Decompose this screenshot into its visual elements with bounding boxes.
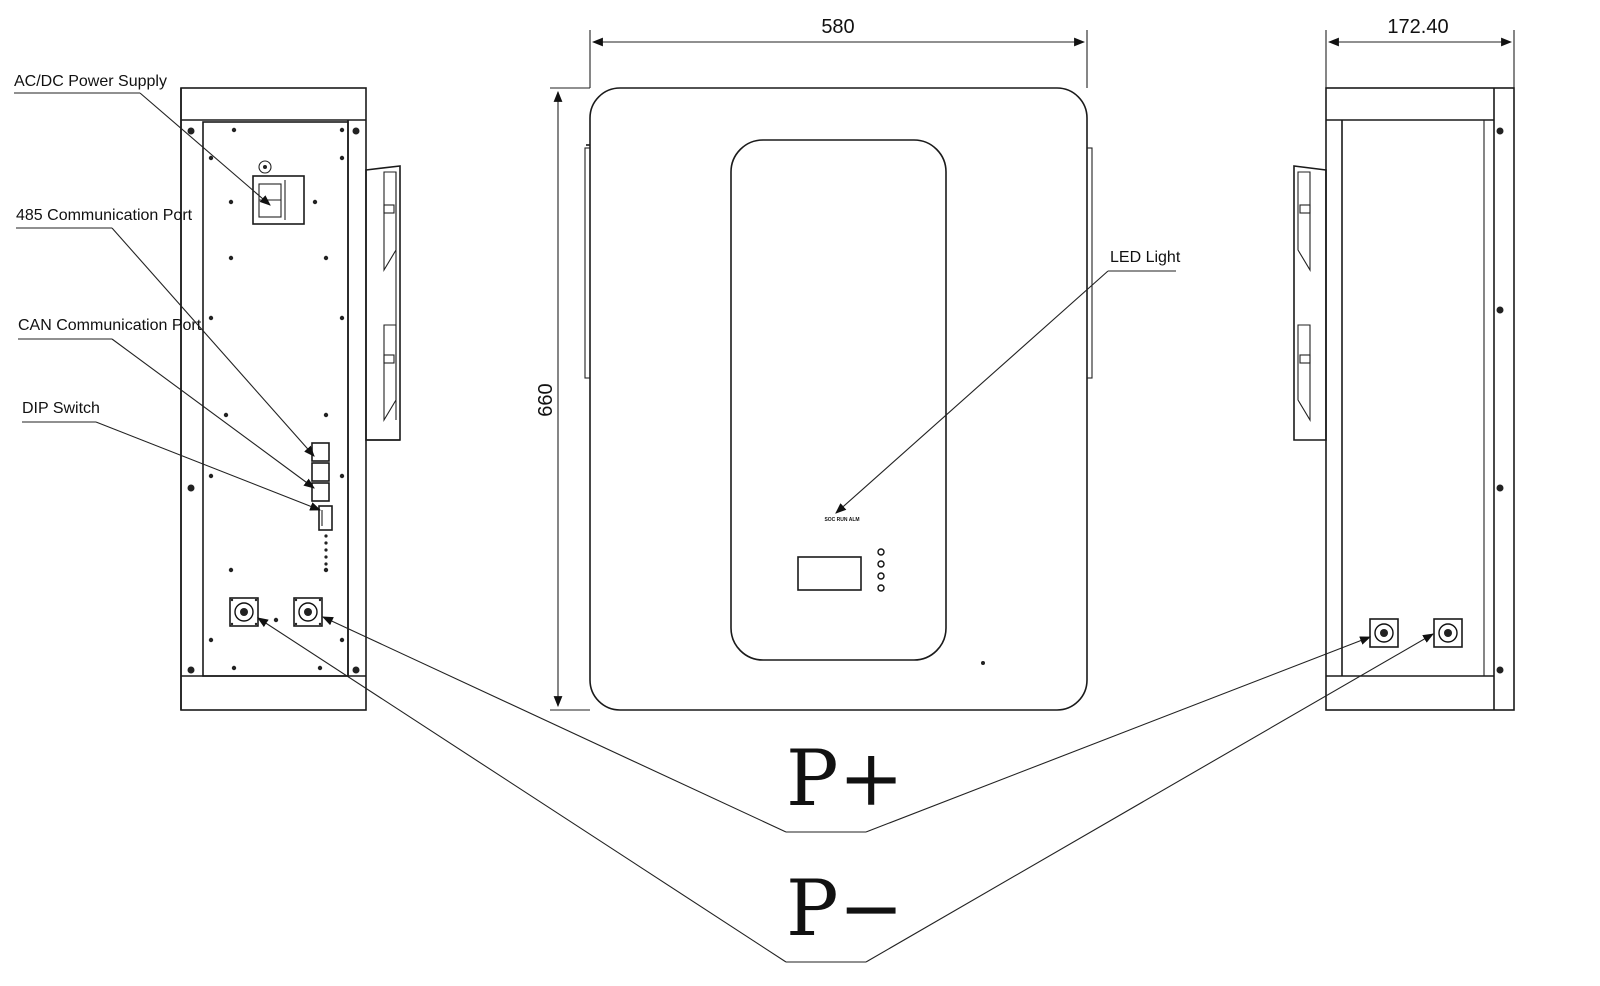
front-view: SOC RUN ALM: [584, 87, 1093, 711]
port-485: [311, 442, 330, 462]
positive-terminal-label: P+: [786, 734, 904, 824]
panel-screw-holes: [208, 127, 345, 671]
lcd-screen: [797, 556, 862, 591]
right-side-view: [1293, 87, 1515, 711]
dip-switch-label: DIP Switch: [22, 400, 100, 417]
callout-led: LED Light: [835, 249, 1181, 514]
width-dimension: 580: [589, 16, 1088, 88]
callout-acdc: AC/DC Power Supply: [14, 73, 271, 206]
left-outer-frame: [180, 87, 367, 711]
front-display-window: [730, 139, 947, 661]
acdc-power-switch: [252, 160, 305, 225]
callout-dip: DIP Switch: [22, 400, 322, 511]
left-terminals: [229, 597, 323, 627]
depth-dimension: 172.40: [1325, 16, 1515, 88]
led-light-label: LED Light: [1110, 249, 1181, 266]
height-label: 660: [535, 383, 557, 416]
callout-485: 485 Communication Port: [16, 207, 315, 457]
led-indicator-text: SOC RUN ALM: [824, 517, 859, 523]
right-outer-frame: [1325, 87, 1515, 711]
communication-ports: [311, 442, 333, 566]
acdc-power-supply-label: AC/DC Power Supply: [14, 73, 167, 90]
height-dimension: 660: [535, 87, 590, 711]
port-can: [311, 462, 330, 482]
can-port-label: CAN Communication Port: [18, 317, 202, 334]
left-side-view: [180, 87, 401, 711]
negative-terminal-label: P−: [786, 864, 904, 954]
right-terminals: [1369, 618, 1463, 648]
dip-switch: [318, 505, 333, 531]
right-wall-bracket: [1293, 165, 1327, 441]
width-label: 580: [821, 16, 854, 38]
front-housing: [589, 87, 1088, 711]
positive-leaders: [322, 616, 1372, 833]
depth-label: 172.40: [1387, 16, 1448, 38]
left-inner-panel: [202, 121, 349, 677]
left-wall-bracket: [365, 165, 401, 441]
negative-leaders: [257, 617, 1434, 963]
terminal-labels: P+ P−: [786, 734, 904, 954]
port-485-label: 485 Communication Port: [16, 207, 193, 224]
front-buttons: [877, 548, 885, 592]
callout-can: CAN Communication Port: [18, 317, 315, 489]
